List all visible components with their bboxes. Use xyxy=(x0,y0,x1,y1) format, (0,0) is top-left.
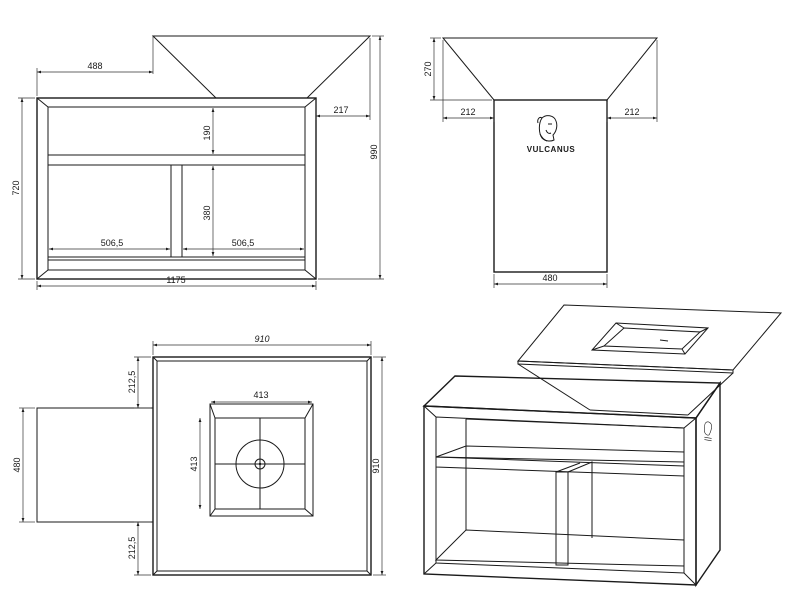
iso-hopper-edge xyxy=(517,363,591,411)
iso-front-opening xyxy=(435,416,685,574)
front-view: 488 217 990 720 190 380 506,5 506,5 1175 xyxy=(11,35,384,290)
front-hopper xyxy=(151,35,372,99)
dim-lower-height: 380 xyxy=(202,205,212,220)
dim-opening-depth: 413 xyxy=(189,456,199,471)
iso-cabinet-top xyxy=(422,375,722,419)
iso-divider xyxy=(555,471,569,566)
burner-ring xyxy=(235,439,285,489)
bearded-head-logo-icon xyxy=(537,115,558,142)
side-hopper xyxy=(441,37,659,101)
dim-total-height: 990 xyxy=(369,144,379,159)
dim-upper-margin: 212,5 xyxy=(127,371,137,394)
front-body-inner xyxy=(47,106,306,271)
iso-side-logo-icon xyxy=(704,421,712,442)
top-plate-inner xyxy=(156,360,368,572)
dim-hopper-height: 270 xyxy=(423,61,433,76)
dim-side-left-overhang: 212 xyxy=(460,107,475,117)
iso-cabinet-front xyxy=(423,405,697,586)
front-body-outer xyxy=(36,97,317,280)
brand-name: VULCANUS xyxy=(527,145,576,154)
dim-right-bay: 506,5 xyxy=(232,238,255,248)
dim-arm-width: 480 xyxy=(12,457,22,472)
side-view: VULCANUS 270 212 212 480 xyxy=(423,37,659,288)
isometric-view xyxy=(422,304,783,588)
dim-hopper-offset: 488 xyxy=(87,61,102,71)
top-view: 910 910 212,5 212,5 480 413 413 xyxy=(12,334,386,576)
dim-body-height: 720 xyxy=(11,180,21,195)
front-middle-shelf xyxy=(47,154,306,166)
dim-lower-margin: 212,5 xyxy=(127,537,137,560)
side-body xyxy=(493,99,608,273)
iso-top-plate xyxy=(516,304,783,371)
dim-left-bay: 506,5 xyxy=(101,238,124,248)
dim-total-width: 1175 xyxy=(166,275,185,285)
iso-bottom-shelf xyxy=(434,529,685,567)
dim-hopper-overhang: 217 xyxy=(333,105,348,115)
iso-plate-opening xyxy=(590,322,710,355)
top-opening xyxy=(209,403,314,517)
dim-side-right-overhang: 212 xyxy=(624,107,639,117)
iso-middle-shelf xyxy=(435,445,685,463)
dim-side-body-width: 480 xyxy=(542,273,557,283)
front-divider xyxy=(170,164,183,258)
dim-top-depth: 910 xyxy=(371,458,381,473)
burner-center xyxy=(254,458,266,470)
dim-top-width: 910 xyxy=(254,334,269,344)
dim-shelf-gap: 190 xyxy=(202,125,212,140)
top-body-arm xyxy=(36,407,154,523)
iso-cabinet-side xyxy=(695,380,721,588)
dim-opening-width: 413 xyxy=(253,390,268,400)
